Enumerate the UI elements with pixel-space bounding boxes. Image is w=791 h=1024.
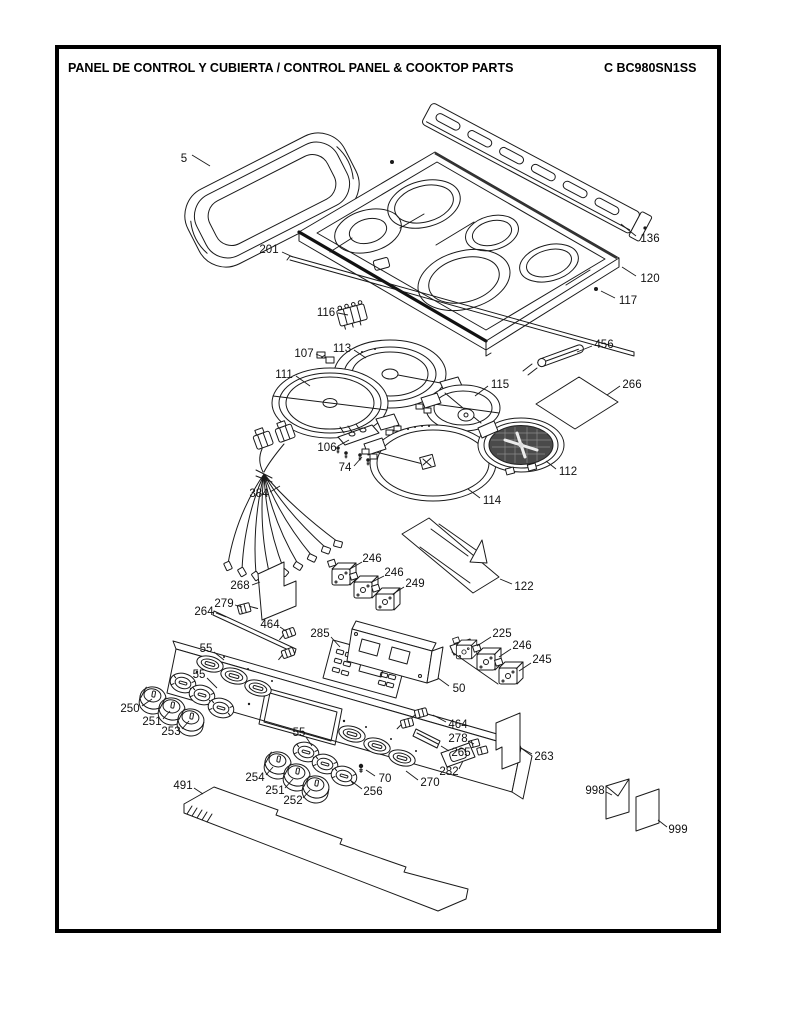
cooktop-screw xyxy=(390,160,394,164)
warming-element-456 xyxy=(522,344,584,376)
callout-279: 279 xyxy=(214,598,233,610)
bracket-282 xyxy=(440,742,476,768)
callout-50: 50 xyxy=(453,683,466,695)
callout-251a: 251 xyxy=(142,716,161,728)
callout-464b: 464 xyxy=(448,719,468,731)
insulator-263 xyxy=(495,712,521,770)
griddle-cover xyxy=(184,132,360,268)
callout-278: 278 xyxy=(448,733,467,745)
page-border xyxy=(55,45,721,933)
callout-74: 74 xyxy=(339,462,352,474)
callout-55a: 55 xyxy=(200,643,213,655)
screw-70 xyxy=(358,763,364,773)
callout-384: 384 xyxy=(249,488,269,500)
callout-113: 113 xyxy=(333,343,351,355)
trim-264 xyxy=(212,610,297,654)
literature-999 xyxy=(635,788,660,832)
callout-55b: 55 xyxy=(193,669,206,681)
screw-117 xyxy=(594,287,598,291)
callout-201: 201 xyxy=(259,244,278,256)
terminal-block-116 xyxy=(336,300,368,330)
callout-120: 120 xyxy=(640,273,659,285)
front-trim-strip xyxy=(286,255,635,357)
clip-279 xyxy=(236,602,259,615)
insulation-sheet-491 xyxy=(183,786,469,912)
clip-107 xyxy=(316,351,335,364)
halogen-element-112 xyxy=(477,417,565,476)
callout-254: 254 xyxy=(245,772,265,784)
insulator-268 xyxy=(257,561,297,621)
radiant-element-111 xyxy=(271,367,402,439)
callout-246c: 246 xyxy=(512,640,531,652)
callout-268: 268 xyxy=(230,580,249,592)
callout-266: 266 xyxy=(622,379,641,391)
callout-256: 256 xyxy=(363,786,382,798)
control-board-50 xyxy=(346,620,444,684)
callout-115: 115 xyxy=(491,379,509,391)
callout-245: 245 xyxy=(532,654,551,666)
control-panel-270 xyxy=(166,640,533,800)
radiant-element-114 xyxy=(361,424,497,502)
callout-117: 117 xyxy=(619,295,637,307)
callout-70: 70 xyxy=(379,773,392,785)
callout-106: 106 xyxy=(317,442,336,454)
callout-251b: 251 xyxy=(265,785,284,797)
callout-250: 250 xyxy=(120,703,139,715)
trim-screw xyxy=(643,226,647,230)
callout-491: 491 xyxy=(173,780,192,792)
callout-5: 5 xyxy=(181,153,187,165)
callout-456: 456 xyxy=(594,339,613,351)
callout-246a: 246 xyxy=(362,553,381,565)
model-number: C BC980SN1SS xyxy=(604,61,696,75)
callout-464a: 464 xyxy=(260,619,280,631)
callout-116: 116 xyxy=(317,307,335,319)
air-duct-122 xyxy=(401,517,500,594)
leader-lines xyxy=(141,154,668,828)
callout-55c: 55 xyxy=(293,727,306,739)
callout-265: 265 xyxy=(451,747,470,759)
page-title: PANEL DE CONTROL Y CUBIERTA / CONTROL PA… xyxy=(68,61,513,75)
callout-114: 114 xyxy=(483,495,502,507)
callout-998: 998 xyxy=(585,785,604,797)
callout-136: 136 xyxy=(640,233,659,245)
callout-labels: 5 136 120 117 201 116 107 113 111 115 45… xyxy=(120,153,687,836)
insulation-pad-266 xyxy=(535,376,619,430)
callout-999: 999 xyxy=(668,824,687,836)
callout-246b: 246 xyxy=(384,567,403,579)
connectors-464-left xyxy=(275,626,297,662)
switch-245 xyxy=(494,657,524,685)
callout-282: 282 xyxy=(439,766,458,778)
callout-225: 225 xyxy=(492,628,511,640)
callout-111: 111 xyxy=(275,369,292,381)
callout-112: 112 xyxy=(559,466,577,478)
callout-263: 263 xyxy=(534,751,553,763)
callout-107: 107 xyxy=(294,348,313,360)
callout-264: 264 xyxy=(194,606,214,618)
callout-252: 252 xyxy=(283,795,302,807)
callout-285: 285 xyxy=(310,628,329,640)
trim-265 xyxy=(412,728,441,749)
callout-253: 253 xyxy=(161,726,180,738)
callout-249: 249 xyxy=(405,578,424,590)
callout-122: 122 xyxy=(514,581,533,593)
radiant-element-115 xyxy=(415,384,501,432)
glass-cooktop xyxy=(297,151,620,357)
literature-998 xyxy=(605,778,630,820)
callout-270: 270 xyxy=(420,777,439,789)
rear-vent-trim xyxy=(422,103,653,242)
